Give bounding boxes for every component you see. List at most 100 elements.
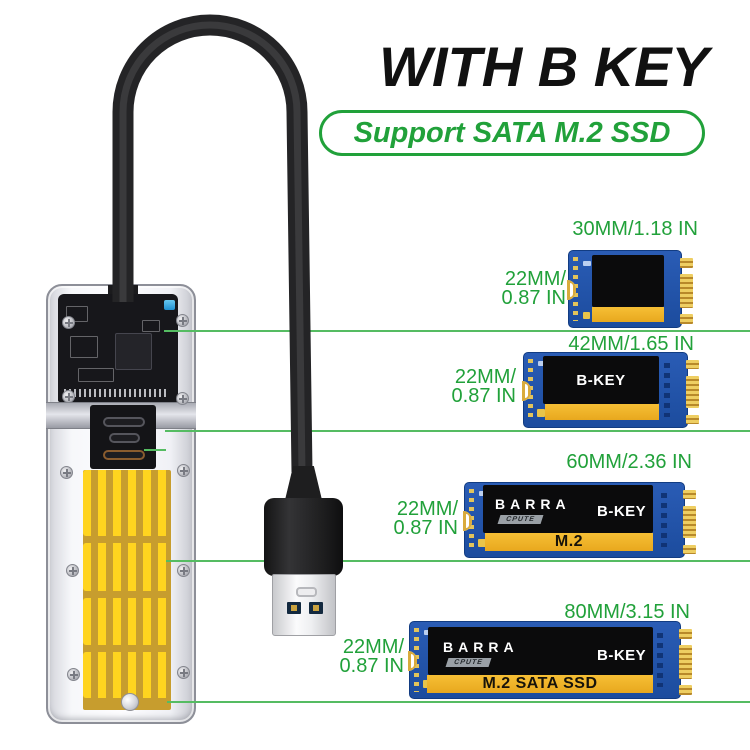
- heatsink: [83, 470, 171, 710]
- connector-tab: [683, 489, 696, 500]
- connector-pins: [683, 505, 696, 539]
- ssd-2230: [567, 250, 693, 328]
- pcb-component: [583, 312, 590, 319]
- brand-badge: CPUTE: [445, 658, 492, 667]
- m2-slot-block: [90, 405, 156, 469]
- connector-pins-bkey: [679, 685, 692, 696]
- connector-pins-bkey: [686, 414, 699, 425]
- pcb-trace: [142, 320, 160, 332]
- heatsink-fins: [83, 598, 171, 645]
- screw-icon: [176, 392, 189, 405]
- screw-icon: [177, 464, 190, 477]
- nand-chip: B-KEY: [543, 356, 659, 404]
- width-label-line1: 22MM/: [342, 636, 404, 658]
- ssd-enclosure: [46, 284, 196, 724]
- pcb-component: [583, 261, 591, 266]
- width-label-2260: 22MM/ 0.87 IN: [393, 498, 458, 539]
- pcb-components: [661, 493, 667, 547]
- pcb-component: [537, 409, 545, 417]
- pcb-component: [538, 361, 546, 366]
- subtitle-text: Support SATA M.2 SSD: [353, 116, 671, 149]
- label-strip: [545, 404, 659, 420]
- strip-label: M.2 SATA SSD: [482, 675, 598, 692]
- brand-badge: CPUTE: [497, 515, 544, 524]
- label-strip: M.2 SATA SSD: [427, 675, 653, 693]
- width-label-2280: 22MM/ 0.87 IN: [339, 636, 404, 677]
- screw-icon: [62, 390, 75, 403]
- screw-icon: [66, 564, 79, 577]
- m2-slot: [109, 433, 140, 443]
- heatsink-fins: [83, 543, 171, 591]
- width-label-line2: 0.87 IN: [339, 655, 404, 677]
- length-label-2230: 30MM/1.18 IN: [572, 218, 698, 240]
- nand-chip: [592, 255, 664, 307]
- width-label-2230: 22MM/ 0.87 IN: [502, 268, 566, 308]
- led-indicator: [164, 300, 175, 310]
- ssd-2242: B-KEY: [522, 352, 699, 428]
- mounting-notch: [463, 511, 472, 532]
- length-label-2242: 42MM/1.65 IN: [568, 333, 694, 355]
- usb-shell-slot: [296, 587, 317, 597]
- connector-pins-bkey: [680, 314, 693, 325]
- cable-strain-relief: [285, 466, 322, 500]
- dimension-line-80mm: [167, 701, 750, 703]
- mounting-notch: [408, 650, 417, 671]
- width-label-line1: 22MM/: [454, 366, 516, 388]
- brand-logo: BARRA: [443, 639, 519, 655]
- m2-slot: [103, 450, 145, 460]
- screw-icon: [60, 466, 73, 479]
- width-label-2242: 22MM/ 0.87 IN: [451, 366, 516, 407]
- pcb-trace: [66, 306, 88, 322]
- nand-chip: [428, 627, 653, 675]
- usb-plug-body: [264, 498, 343, 576]
- connector-pins-bkey: [683, 544, 696, 555]
- screw-icon: [176, 314, 189, 327]
- label-strip: M.2: [485, 533, 653, 551]
- strip-label: M.2: [554, 533, 584, 550]
- width-label-line1: 22MM/: [504, 268, 566, 290]
- pcb-component: [478, 539, 486, 547]
- dimension-line-42mm: [165, 430, 750, 432]
- chip-label: B-KEY: [597, 503, 647, 520]
- page-title: WITH B KEY: [379, 35, 709, 98]
- connector-pins: [679, 645, 692, 679]
- width-label-line2: 0.87 IN: [393, 517, 458, 539]
- pcb-components: [664, 363, 670, 417]
- usb-connector: [272, 574, 336, 636]
- usb-contact: [287, 602, 301, 614]
- heatsink-fins: [83, 652, 171, 698]
- mounting-notch: [567, 279, 576, 300]
- ssd-2280: BARRA CPUTE B-KEY M.2 SATA SSD: [408, 621, 692, 699]
- dimension-line-30mm: [164, 330, 750, 332]
- connector-tab: [686, 359, 699, 370]
- chip-label: B-KEY: [597, 647, 647, 664]
- mounting-notch: [522, 381, 531, 402]
- dimension-line-60mm: [166, 560, 750, 562]
- subtitle-pill: Support SATA M.2 SSD: [319, 110, 705, 156]
- screw-icon: [177, 666, 190, 679]
- controller-chip: [115, 333, 152, 370]
- heatsink-fins: [83, 470, 171, 536]
- connector-pins: [680, 274, 693, 308]
- connector-pins: [686, 375, 699, 409]
- length-label-2260: 60MM/2.36 IN: [566, 451, 692, 473]
- pcb-connector-row: [64, 389, 168, 397]
- width-label-line1: 22MM/: [396, 498, 458, 520]
- length-label-2280: 80MM/3.15 IN: [564, 601, 690, 623]
- screw-icon: [67, 668, 80, 681]
- screw-icon: [177, 564, 190, 577]
- edge-connector: [680, 257, 693, 325]
- connector-tab: [679, 628, 692, 639]
- usb-contact: [309, 602, 323, 614]
- brand-logo: BARRA: [495, 496, 571, 512]
- heatsink-screw-icon: [121, 693, 139, 711]
- pcb-trace: [78, 368, 114, 382]
- label-strip: [592, 307, 664, 322]
- edge-connector: [683, 489, 696, 555]
- screw-icon: [62, 316, 75, 329]
- connector-tab: [680, 257, 693, 268]
- pcb-components: [657, 632, 663, 688]
- nand-chip: [483, 485, 653, 533]
- width-label-line2: 0.87 IN: [451, 385, 516, 407]
